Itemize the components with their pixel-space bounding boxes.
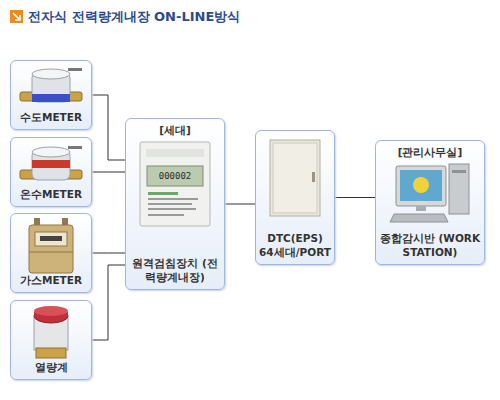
connector-line — [92, 172, 125, 173]
node-box: DTC(EPS) 64세대/PORT — [255, 130, 335, 265]
node-heading: [세대] — [159, 124, 191, 137]
node-label: DTC(EPS) 64세대/PORT — [259, 231, 331, 259]
node-box: 가스METER — [10, 213, 92, 293]
connector-line — [92, 95, 125, 160]
diagram-title: 전자식 전력량계내장 ON-LINE방식 — [28, 8, 240, 26]
connector-line — [92, 253, 125, 254]
node-box: 온수METER — [10, 137, 92, 207]
title-icon — [10, 10, 23, 23]
node-box: [세대] 원격검침장치 (전력량계내장) — [125, 118, 225, 290]
connector-line — [225, 204, 255, 205]
node-label: 열량계 — [35, 360, 68, 374]
node-label: 종합감시반 (WORK STATION) — [379, 231, 481, 259]
connector-line — [92, 265, 125, 340]
node-box: 수도METER — [10, 60, 92, 130]
node-label: 원격검침장치 (전력량계내장) — [129, 256, 221, 284]
icon-arrow — [13, 13, 20, 20]
node-label: 수도METER — [20, 110, 82, 124]
display-reading: 000002 — [147, 171, 203, 181]
node-box: [관리사무실] 종합감시반 (WORK STATION) — [375, 140, 485, 265]
connector-line — [335, 197, 375, 198]
node-box: 열량계 — [10, 300, 92, 380]
icon-square — [10, 10, 23, 23]
node-label: 온수METER — [20, 187, 82, 201]
node-label: 가스METER — [20, 273, 82, 287]
node-heading: [관리사무실] — [398, 146, 463, 159]
